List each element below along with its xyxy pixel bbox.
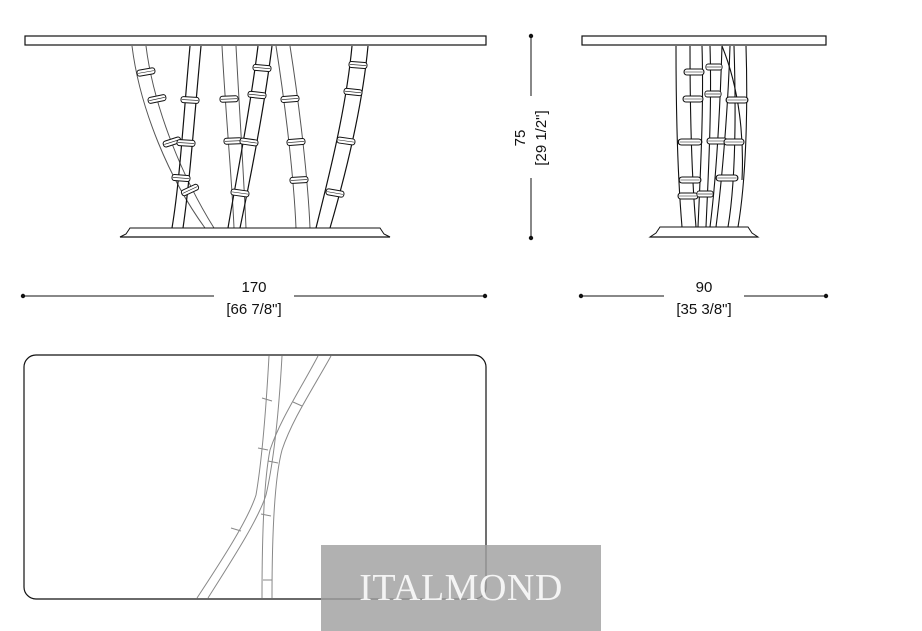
front-width-cm-label: 170 [241, 279, 266, 296]
height-in-label: [29 1/2"] [533, 110, 550, 165]
side-view [581, 35, 827, 238]
front-table-top [24, 35, 487, 46]
italmond-watermark: ITALMOND [321, 545, 601, 631]
front-bamboo-nodes [136, 60, 368, 199]
front-width-in-label: [66 7/8"] [226, 301, 281, 318]
front-width-dimension: 170 [66 7/8"] [20, 276, 488, 318]
top-view-outline [23, 354, 487, 600]
side-depth-cm-label: 90 [696, 279, 713, 296]
top-view-bamboo [196, 355, 332, 599]
front-view [24, 35, 487, 238]
side-table-top [581, 35, 827, 46]
height-dimension: 75 [29 1/2"] [510, 33, 554, 241]
watermark-text: ITALMOND [359, 567, 563, 609]
front-base [119, 227, 391, 238]
side-bamboo-nodes [677, 63, 749, 200]
side-base [648, 226, 760, 238]
front-bamboo-stems [131, 45, 311, 229]
top-view [23, 354, 487, 600]
side-depth-in-label: [35 3/8"] [676, 301, 731, 318]
side-depth-dimension: 90 [35 3/8"] [578, 276, 829, 318]
height-cm-label: 75 [512, 130, 529, 147]
